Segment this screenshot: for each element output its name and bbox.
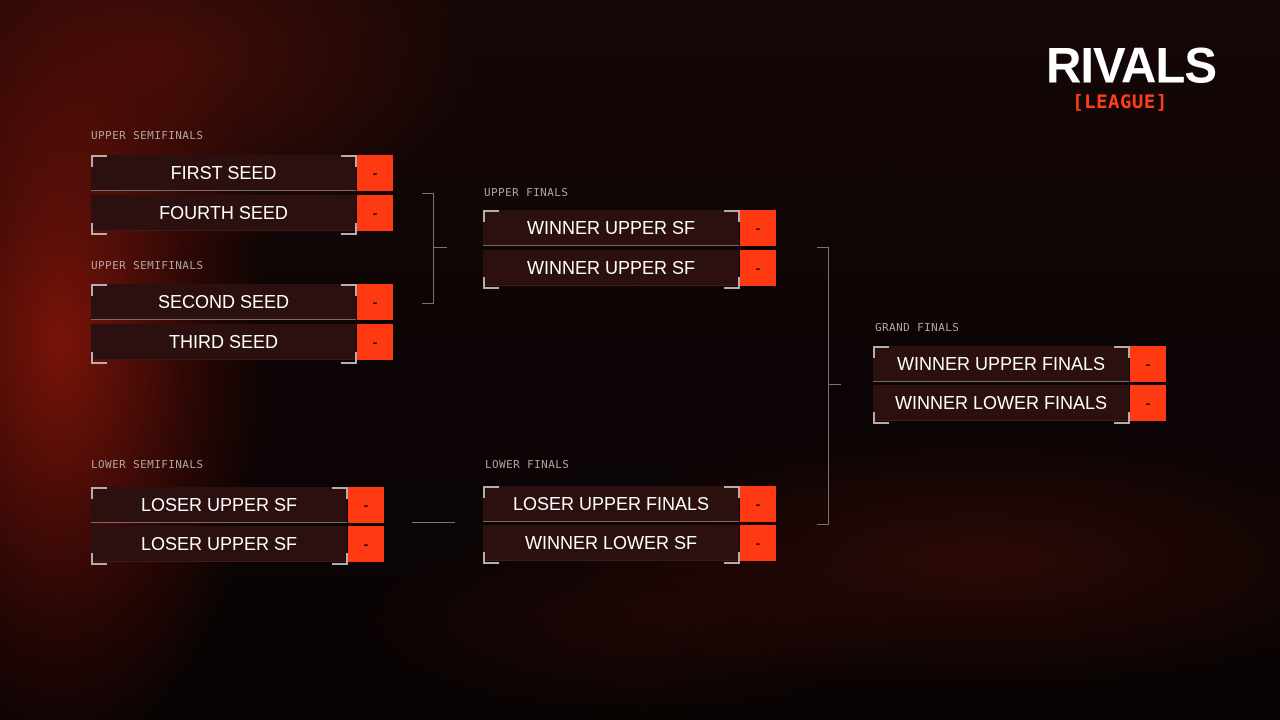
logo-subtitle: [LEAGUE] xyxy=(1072,91,1168,113)
rivals-league-logo: RIVALS [LEAGUE] xyxy=(1046,38,1217,113)
corner-bracket xyxy=(341,155,357,167)
corner-bracket xyxy=(341,284,357,296)
match-upper-sf-2: SECOND SEED - THIRD SEED - xyxy=(91,284,393,364)
score-box: - xyxy=(357,284,393,320)
score-box: - xyxy=(1130,385,1166,421)
score-box: - xyxy=(357,195,393,231)
score-box: - xyxy=(740,486,776,522)
match-upper-sf-1: FIRST SEED - FOURTH SEED - xyxy=(91,155,393,235)
upper-sf-1-label: UPPER SEMIFINALS xyxy=(91,129,204,142)
team-slot[interactable]: WINNER UPPER SF - xyxy=(483,250,776,286)
corner-bracket xyxy=(91,352,107,364)
corner-bracket xyxy=(91,487,107,499)
corner-bracket xyxy=(873,412,889,424)
score-box: - xyxy=(348,526,384,562)
corner-bracket xyxy=(483,277,499,289)
score-box: - xyxy=(348,487,384,523)
lower-sf-label: LOWER SEMIFINALS xyxy=(91,458,204,471)
score-box: - xyxy=(740,250,776,286)
corner-bracket xyxy=(1114,346,1130,358)
team-name: LOSER UPPER SF xyxy=(91,487,347,523)
team-name: LOSER UPPER FINALS xyxy=(483,486,739,522)
connector-lower-sf xyxy=(412,522,455,523)
grand-finals-label: GRAND FINALS xyxy=(875,321,960,334)
connector-upper-sf-out xyxy=(433,247,447,248)
team-slot[interactable]: WINNER LOWER FINALS - xyxy=(873,385,1166,421)
team-slot[interactable]: LOSER UPPER SF - xyxy=(91,487,384,523)
logo-wordmark: RIVALS xyxy=(1046,38,1217,94)
team-name: THIRD SEED xyxy=(91,324,356,360)
match-upper-finals: WINNER UPPER SF - WINNER UPPER SF - xyxy=(483,210,776,289)
corner-bracket xyxy=(341,223,357,235)
corner-bracket xyxy=(91,284,107,296)
corner-bracket xyxy=(1114,412,1130,424)
corner-bracket xyxy=(91,223,107,235)
upper-sf-2-label: UPPER SEMIFINALS xyxy=(91,259,204,272)
team-slot[interactable]: THIRD SEED - xyxy=(91,324,393,360)
score-box: - xyxy=(740,210,776,246)
corner-bracket xyxy=(483,552,499,564)
corner-bracket xyxy=(91,155,107,167)
corner-bracket xyxy=(332,553,348,565)
corner-bracket xyxy=(91,553,107,565)
team-name: WINNER UPPER FINALS xyxy=(873,346,1129,382)
connector-upper-sf xyxy=(422,193,434,304)
corner-bracket xyxy=(724,552,740,564)
match-grand-finals: WINNER UPPER FINALS - WINNER LOWER FINAL… xyxy=(873,346,1166,424)
team-slot[interactable]: WINNER UPPER FINALS - xyxy=(873,346,1166,382)
team-slot[interactable]: FOURTH SEED - xyxy=(91,195,393,231)
team-name: WINNER UPPER SF xyxy=(483,210,739,246)
team-name: WINNER UPPER SF xyxy=(483,250,739,286)
connector-finals xyxy=(817,247,829,525)
team-slot[interactable]: LOSER UPPER SF - xyxy=(91,526,384,562)
corner-bracket xyxy=(341,352,357,364)
lower-finals-label: LOWER FINALS xyxy=(485,458,570,471)
upper-finals-label: UPPER FINALS xyxy=(484,186,569,199)
team-slot[interactable]: SECOND SEED - xyxy=(91,284,393,320)
team-name: LOSER UPPER SF xyxy=(91,526,347,562)
corner-bracket xyxy=(873,346,889,358)
corner-bracket xyxy=(724,210,740,222)
team-slot[interactable]: WINNER UPPER SF - xyxy=(483,210,776,246)
match-lower-sf: LOSER UPPER SF - LOSER UPPER SF - xyxy=(91,487,384,565)
team-name: FIRST SEED xyxy=(91,155,356,191)
corner-bracket xyxy=(483,486,499,498)
score-box: - xyxy=(357,155,393,191)
score-box: - xyxy=(357,324,393,360)
team-slot[interactable]: WINNER LOWER SF - xyxy=(483,525,776,561)
corner-bracket xyxy=(332,487,348,499)
team-name: WINNER LOWER FINALS xyxy=(873,385,1129,421)
team-slot[interactable]: FIRST SEED - xyxy=(91,155,393,191)
corner-bracket xyxy=(724,486,740,498)
match-lower-finals: LOSER UPPER FINALS - WINNER LOWER SF - xyxy=(483,486,776,564)
corner-bracket xyxy=(483,210,499,222)
team-name: SECOND SEED xyxy=(91,284,356,320)
score-box: - xyxy=(740,525,776,561)
corner-bracket xyxy=(724,277,740,289)
team-name: WINNER LOWER SF xyxy=(483,525,739,561)
score-box: - xyxy=(1130,346,1166,382)
team-name: FOURTH SEED xyxy=(91,195,356,231)
team-slot[interactable]: LOSER UPPER FINALS - xyxy=(483,486,776,522)
connector-finals-out xyxy=(828,384,841,385)
